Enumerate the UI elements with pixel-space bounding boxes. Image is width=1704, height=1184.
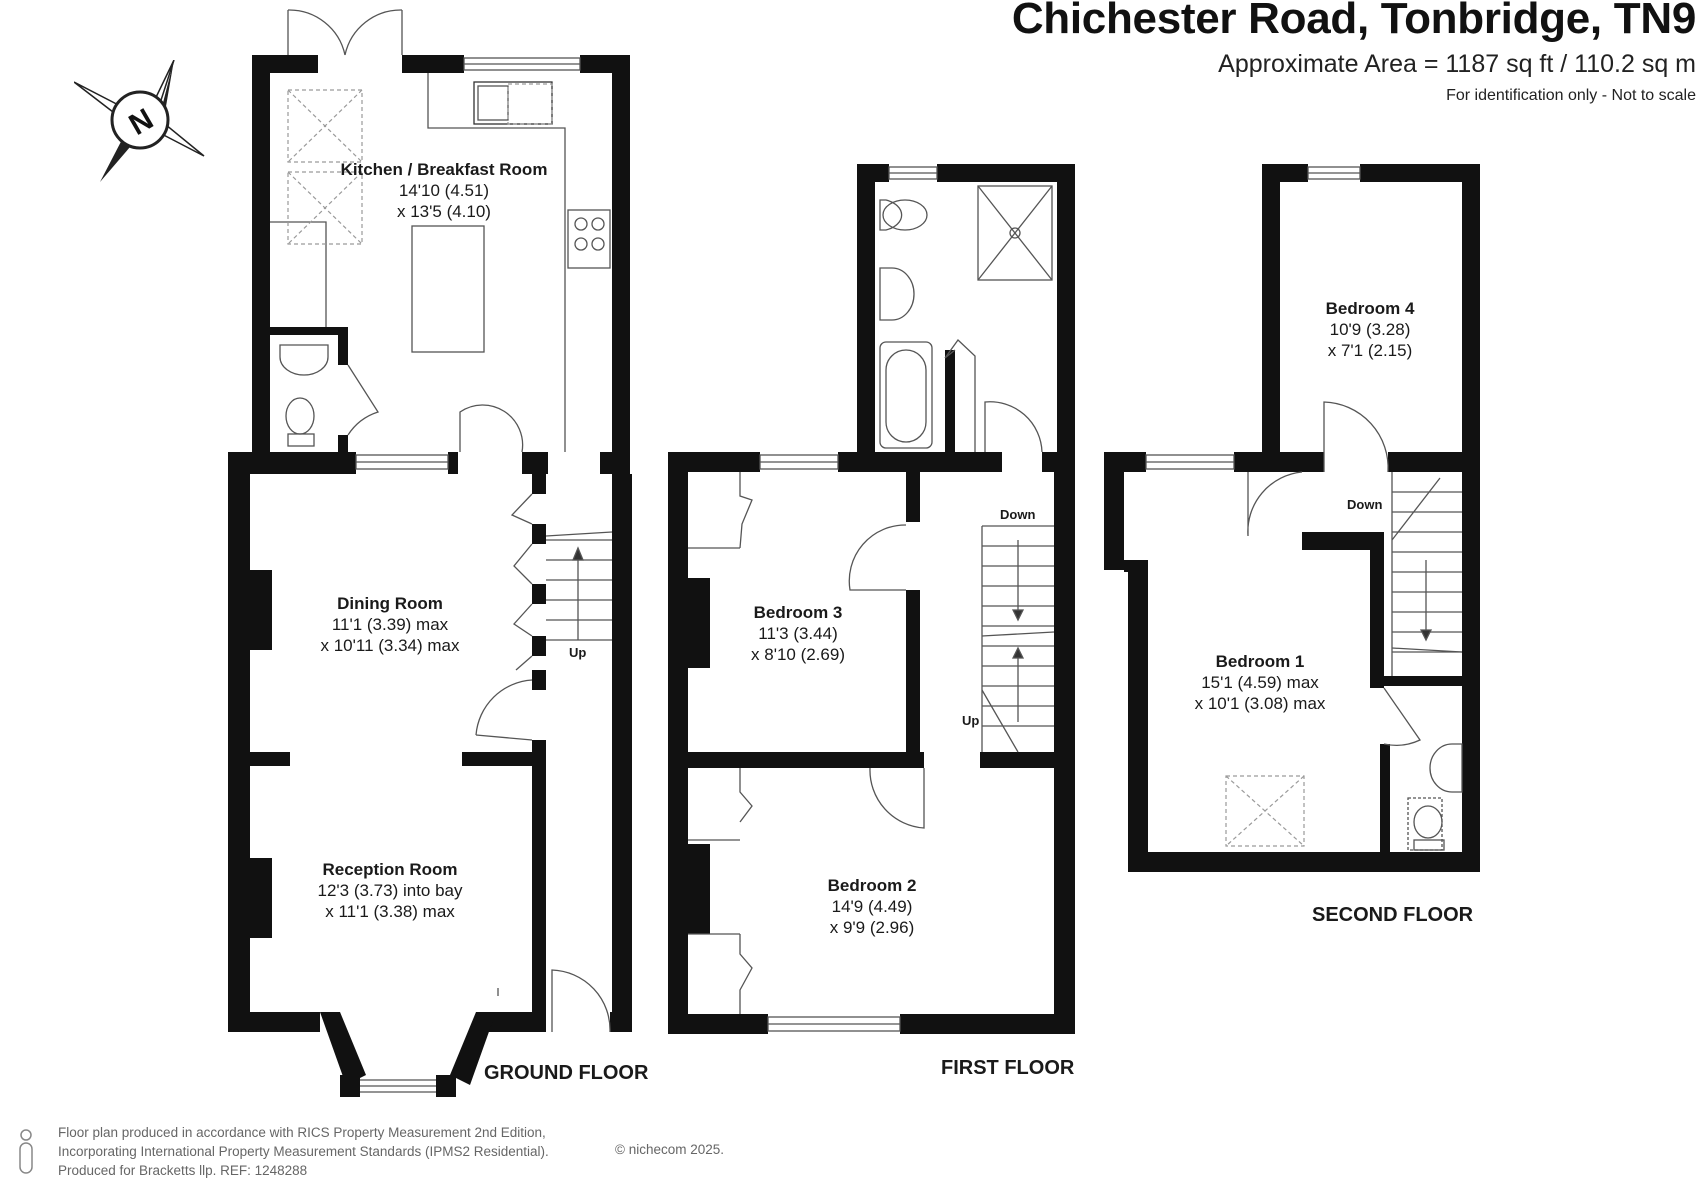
copyright: © nichecom 2025.: [615, 1142, 725, 1157]
stairs-up-label: Up: [569, 645, 587, 660]
footer-line: Produced for Bracketts llp. REF: 1248288: [58, 1163, 308, 1178]
room-dimension: 12'3 (3.73) into bay: [317, 881, 463, 900]
room-name: Bedroom 3: [753, 603, 843, 622]
second-skylight: [1225, 775, 1305, 847]
identification-note: For identification only - Not to scale: [1446, 87, 1696, 104]
room-label-bedroom-2: Bedroom 2 14'9 (4.49) x 9'9 (2.96): [828, 875, 917, 938]
ground-floor-details: [270, 9, 613, 1093]
first-floor-details: [688, 166, 1055, 1032]
compass-icon: N: [74, 60, 205, 182]
room-name: Kitchen / Breakfast Room: [340, 160, 548, 179]
room-name: Dining Room: [337, 594, 443, 613]
room-dimension: x 8'10 (2.69): [751, 645, 845, 664]
stairs-up-label: Up: [962, 713, 980, 728]
footer-line: Incorporating International Property Mea…: [58, 1144, 549, 1159]
room-label-reception: Reception Room 12'3 (3.73) into bay x 11…: [317, 859, 462, 922]
first-floor-plan: [668, 164, 1075, 1034]
room-label-bedroom-4: Bedroom 4 10'9 (3.28) x 7'1 (2.15): [1326, 298, 1415, 361]
stairs-down-label: Down: [1000, 507, 1036, 522]
approximate-area: Approximate Area = 1187 sq ft / 110.2 sq…: [1218, 50, 1696, 78]
info-person-icon: [19, 1129, 33, 1174]
room-label-bedroom-1: Bedroom 1 15'1 (4.59) max x 10'1 (3.08) …: [1195, 651, 1326, 714]
room-dimension: x 7'1 (2.15): [1327, 341, 1413, 360]
second-floor-plan: [1104, 164, 1480, 872]
page-title: Chichester Road, Tonbridge, TN9: [1011, 0, 1696, 43]
second-floor-label: SECOND FLOOR: [1312, 904, 1474, 926]
footer-line: Floor plan produced in accordance with R…: [58, 1125, 546, 1140]
ground-floor-plan: [228, 55, 632, 1097]
footer-notes: Floor plan produced in accordance with R…: [58, 1123, 549, 1180]
room-name: Bedroom 4: [1325, 299, 1415, 318]
room-dimension: x 9'9 (2.96): [829, 918, 915, 937]
room-dimension: 10'9 (3.28): [1329, 320, 1411, 339]
room-label-dining: Dining Room 11'1 (3.39) max x 10'11 (3.3…: [321, 593, 460, 656]
room-dimension: 14'10 (4.51): [398, 181, 490, 200]
room-dimension: 14'9 (4.49): [831, 897, 913, 916]
room-dimension: x 10'11 (3.34) max: [320, 636, 460, 655]
first-floor-label: FIRST FLOOR: [941, 1057, 1075, 1079]
stairs-down-label: Down: [1347, 497, 1383, 512]
room-dimension: x 13'5 (4.10): [397, 202, 491, 221]
room-label-bedroom-3: Bedroom 3 11'3 (3.44) x 8'10 (2.69): [751, 602, 845, 665]
room-dimension: 11'1 (3.39) max: [331, 615, 449, 634]
room-dimension: 11'3 (3.44): [758, 624, 838, 643]
room-name: Reception Room: [322, 860, 458, 879]
ground-floor-label: GROUND FLOOR: [484, 1062, 649, 1084]
room-dimension: 15'1 (4.59) max: [1201, 673, 1319, 692]
room-dimension: x 11'1 (3.38) max: [325, 902, 455, 921]
room-label-kitchen: Kitchen / Breakfast Room 14'10 (4.51) x …: [341, 159, 548, 222]
room-dimension: x 10'1 (3.08) max: [1194, 694, 1326, 713]
room-name: Bedroom 1: [1215, 652, 1305, 671]
second-floor-details: [1145, 166, 1463, 851]
ground-skylights: [287, 83, 553, 245]
room-name: Bedroom 2: [827, 876, 917, 895]
